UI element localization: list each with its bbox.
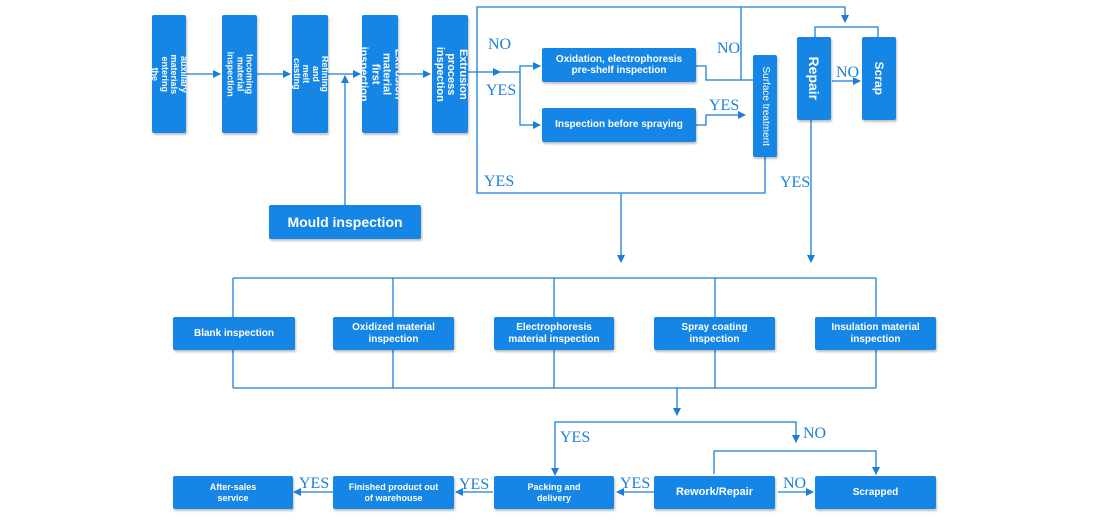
- node-extrusion-process-inspection: Extrusion process inspection: [432, 15, 468, 133]
- node-mould-inspection: Mould inspection: [269, 205, 421, 239]
- node-oxidation-inspection: Oxidation, electrophoresis pre-shelf ins…: [542, 48, 696, 82]
- arrow-to-oxidation: [500, 62, 541, 73]
- line-split-repair-scrap: [814, 26, 879, 37]
- node-inspection-before-spraying: Inspection before spraying: [542, 108, 696, 142]
- arrow-spraying-to-surface: [696, 111, 746, 126]
- label-yes-bottom: YES: [484, 173, 515, 190]
- node-spray-coating-inspection: Spray coating inspection: [654, 317, 775, 350]
- node-finished-product: Finished product out of warehouse: [333, 476, 454, 509]
- node-extrusion-first-inspection: Extrusion material first inspection: [362, 15, 398, 133]
- node-insulation-inspection: Insulation material inspection: [815, 317, 936, 350]
- label-yes-branch: YES: [486, 82, 517, 99]
- node-blank-inspection: Blank inspection: [173, 317, 295, 350]
- node-repair: Repair: [797, 37, 831, 120]
- node-oxidized-inspection: Oxidized material inspection: [333, 317, 454, 350]
- arrow-to-spraying: [519, 72, 541, 129]
- node-surface-treatment: Surface treatment: [753, 55, 777, 157]
- node-incoming-inspection: Incoming material inspection: [222, 15, 257, 133]
- label-yes-aftersales: YES: [299, 475, 330, 492]
- label-yes-repair: YES: [780, 174, 811, 191]
- node-scrapped: Scrapped: [815, 476, 936, 509]
- label-no-scrapped: NO: [783, 475, 807, 492]
- arrow-no-to-rework: [677, 421, 800, 443]
- label-no-to-rework: NO: [803, 425, 827, 442]
- label-no-top: NO: [488, 36, 512, 53]
- line-no-loop-top: [476, 6, 849, 72]
- node-after-sales: After-sales service: [173, 476, 293, 509]
- label-no-repair-scrap: NO: [836, 64, 860, 81]
- node-packing-delivery: Packing and delivery: [494, 476, 614, 509]
- node-raw-materials: Raw and auxiliary materials entering the…: [152, 15, 186, 133]
- label-yes-packing: YES: [620, 475, 651, 492]
- line-oxidation-out: [696, 65, 753, 81]
- arrow-yes-to-packing: [551, 421, 677, 476]
- arrow-rework-split: [713, 450, 880, 475]
- label-yes-to-packing: YES: [560, 429, 591, 446]
- label-yes-finished: YES: [459, 476, 490, 493]
- node-scrap: Scrap: [862, 37, 896, 120]
- node-rework-repair: Rework/Repair: [654, 476, 775, 509]
- node-refining-casting: Refining and melt casting: [292, 15, 328, 133]
- label-no-oxidation: NO: [717, 40, 741, 57]
- node-electrophoresis-inspection: Electrophoresis material inspection: [494, 317, 614, 350]
- label-yes-spraying: YES: [709, 97, 740, 114]
